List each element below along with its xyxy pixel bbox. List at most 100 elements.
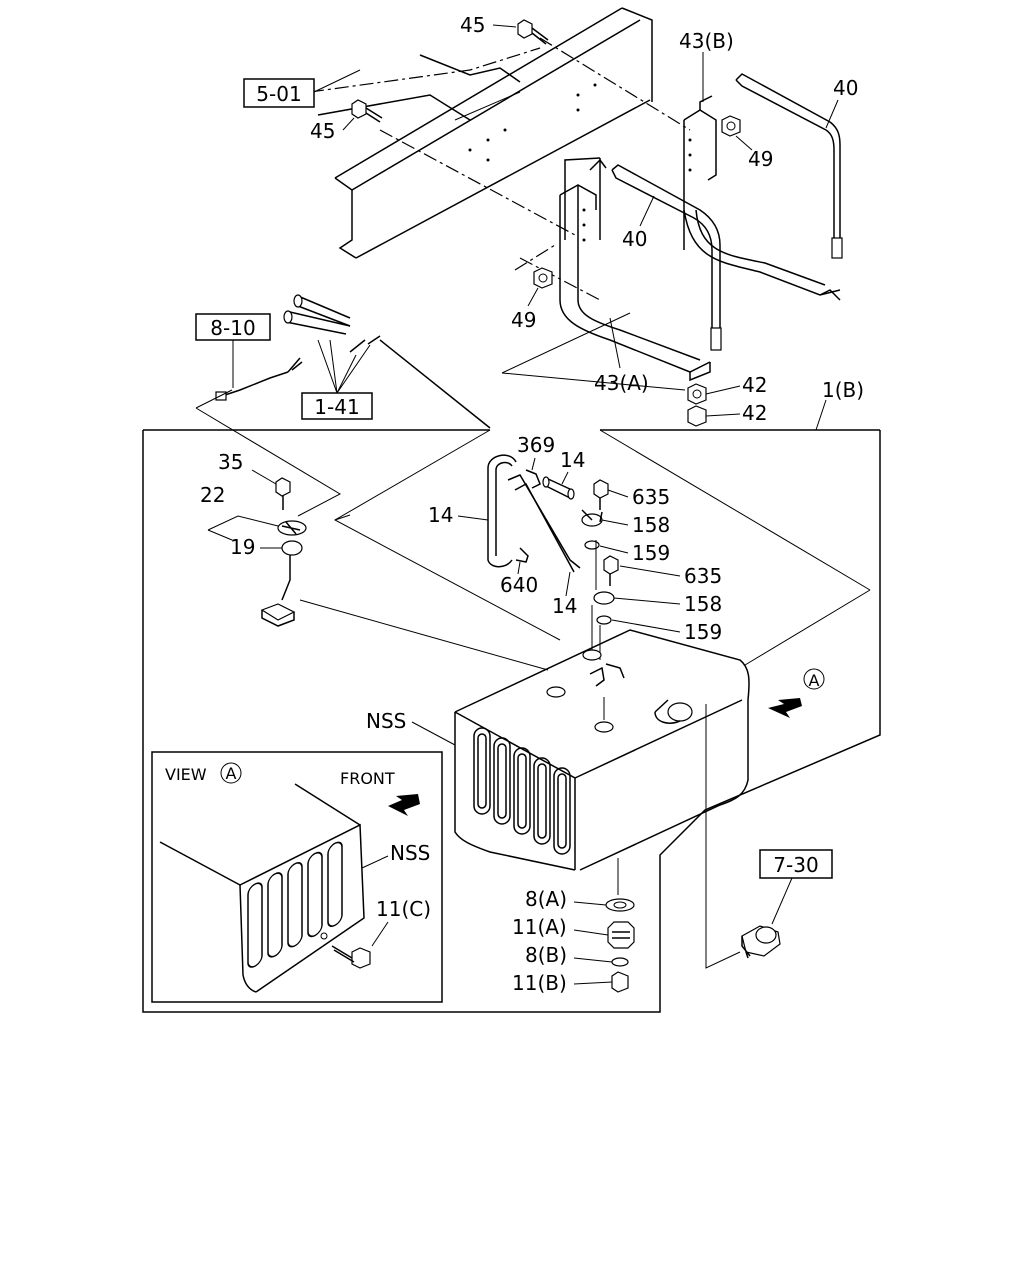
- view-a-marker: A: [809, 671, 820, 690]
- svg-text:8(B): 8(B): [525, 943, 567, 967]
- ref-box-7-30: 7-30: [759, 849, 833, 925]
- svg-text:159: 159: [684, 620, 722, 644]
- assembly-outline-1b: [142, 312, 881, 1013]
- callout-640: 640: [500, 561, 538, 597]
- svg-text:43(B): 43(B): [679, 29, 734, 53]
- callout-159-b: 159: [611, 619, 722, 644]
- callout-45-left: 45: [310, 117, 355, 143]
- svg-text:43(A): 43(A): [594, 371, 649, 395]
- nut-42-lower: [687, 405, 707, 427]
- svg-text:158: 158: [684, 592, 722, 616]
- bolt-45-left: [351, 99, 383, 123]
- callout-43a: 43(A): [594, 317, 649, 395]
- nut-42-upper: [687, 383, 707, 405]
- callout-45-top: 45: [460, 13, 517, 37]
- sender-unit: [260, 477, 549, 671]
- ref-box-1-41: 1-41: [301, 339, 373, 420]
- svg-text:40: 40: [833, 76, 858, 100]
- callout-49-right: 49: [735, 135, 773, 171]
- callout-42-b: 42: [705, 401, 767, 425]
- inset-view-a: VIEW A FRONT NSS 11(C): [151, 751, 443, 1003]
- callout-14-left: 14: [428, 503, 489, 527]
- callout-8b: 8(B): [525, 943, 613, 967]
- strap-40-middle: [611, 164, 722, 351]
- callout-19: 19: [230, 535, 282, 559]
- svg-text:22: 22: [200, 483, 225, 507]
- strap-40-right: [735, 73, 843, 259]
- fuel-tank: [454, 629, 750, 969]
- svg-text:11(B): 11(B): [512, 971, 567, 995]
- callout-43b: 43(B): [679, 29, 734, 102]
- svg-text:49: 49: [748, 147, 773, 171]
- svg-text:369: 369: [517, 433, 555, 457]
- callout-369: 369: [517, 433, 555, 471]
- inset-ribs: [247, 841, 343, 968]
- callout-49-left: 49: [511, 287, 539, 332]
- svg-text:8-10: 8-10: [210, 316, 255, 340]
- svg-text:640: 640: [500, 573, 538, 597]
- tank-ribs: [473, 727, 571, 855]
- callout-14-top: 14: [560, 448, 585, 485]
- svg-text:14: 14: [552, 594, 577, 618]
- inset-11c-label: 11(C): [376, 897, 431, 921]
- callout-14-bottom: 14: [552, 571, 577, 618]
- frame-holes: [468, 83, 597, 162]
- svg-text:45: 45: [460, 13, 485, 37]
- svg-text:45: 45: [310, 119, 335, 143]
- svg-text:1(B): 1(B): [822, 378, 864, 402]
- callout-635-b: 635: [619, 564, 722, 588]
- connectors-1-41: [283, 294, 491, 429]
- callout-635-a: 635: [607, 485, 670, 509]
- drain-plug-stack: [605, 858, 635, 993]
- view-a-arrow: A: [768, 668, 825, 718]
- svg-text:5-01: 5-01: [256, 82, 301, 106]
- inset-front: FRONT: [340, 769, 395, 788]
- filler-neck: [654, 699, 693, 724]
- filler-cap: [741, 925, 781, 959]
- ref-box-8-10: 8-10: [195, 313, 342, 517]
- svg-text:159: 159: [632, 541, 670, 565]
- fittings-upper: [581, 479, 609, 550]
- svg-text:11(A): 11(A): [512, 915, 567, 939]
- svg-text:35: 35: [218, 450, 243, 474]
- inset-nss-label: NSS: [390, 841, 430, 865]
- bracket-43a: [514, 157, 841, 382]
- inset-circle: A: [226, 764, 237, 783]
- callout-42-a: 42: [705, 373, 767, 397]
- svg-text:19: 19: [230, 535, 255, 559]
- svg-text:42: 42: [742, 401, 767, 425]
- callout-35: 35: [218, 450, 277, 485]
- svg-text:40: 40: [622, 227, 647, 251]
- bolt-45-top: [517, 19, 549, 45]
- callout-159-a: 159: [599, 541, 670, 565]
- callout-158-b: 158: [613, 592, 722, 616]
- callout-11b: 11(B): [512, 971, 613, 995]
- ref-box-5-01: 5-01: [243, 69, 361, 108]
- chassis-frame-rail: [309, 7, 691, 259]
- svg-text:42: 42: [742, 373, 767, 397]
- svg-text:8(A): 8(A): [525, 887, 567, 911]
- callout-11a: 11(A): [512, 915, 609, 939]
- svg-text:49: 49: [511, 308, 536, 332]
- svg-text:NSS: NSS: [366, 709, 406, 733]
- callout-158-a: 158: [601, 513, 670, 537]
- nut-49-left: [533, 267, 553, 289]
- inset-title: VIEW: [165, 765, 207, 784]
- svg-text:635: 635: [684, 564, 722, 588]
- svg-text:158: 158: [632, 513, 670, 537]
- callout-40-mid: 40: [622, 195, 655, 251]
- callout-nss-main: NSS: [366, 709, 456, 746]
- callout-22: 22: [200, 483, 279, 541]
- callout-8a: 8(A): [525, 887, 607, 911]
- svg-text:14: 14: [428, 503, 453, 527]
- svg-text:14: 14: [560, 448, 585, 472]
- callout-1b: 1(B): [815, 378, 864, 431]
- nut-49-right: [721, 115, 741, 137]
- svg-text:7-30: 7-30: [773, 853, 818, 877]
- callout-40-right: 40: [825, 76, 858, 129]
- fuel-tubes-14: [487, 454, 581, 573]
- svg-text:635: 635: [632, 485, 670, 509]
- harness-8-10: [215, 357, 303, 401]
- svg-text:1-41: 1-41: [314, 395, 359, 419]
